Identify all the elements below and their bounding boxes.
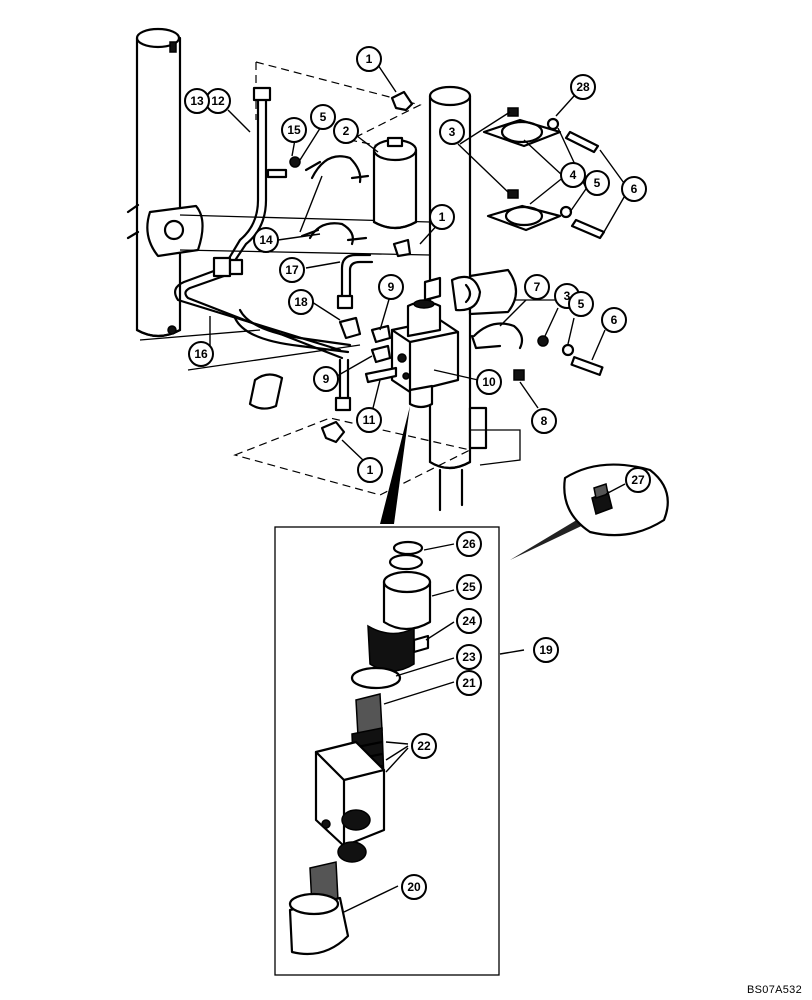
leader-lines	[209, 64, 630, 913]
svg-text:10: 10	[482, 375, 496, 389]
svg-text:7: 7	[534, 280, 541, 294]
svg-text:4: 4	[570, 168, 577, 182]
callout-24: 24	[456, 608, 482, 634]
svg-text:5: 5	[594, 176, 601, 190]
callout-5-upper-right: 5	[584, 170, 610, 196]
svg-text:28: 28	[576, 80, 590, 94]
callout-4: 4	[560, 162, 586, 188]
svg-text:6: 6	[611, 313, 618, 327]
svg-text:16: 16	[194, 347, 208, 361]
callout-16: 16	[188, 341, 214, 367]
callout-13: 13	[184, 88, 210, 114]
callout-20: 20	[401, 874, 427, 900]
u-bolt-clamps	[300, 155, 370, 246]
svg-text:1: 1	[367, 463, 374, 477]
callout-12: 12	[205, 88, 231, 114]
svg-text:27: 27	[631, 473, 645, 487]
callout-1-bottom: 1	[357, 457, 383, 483]
callout-27: 27	[625, 467, 651, 493]
callout-3-upper: 3	[439, 119, 465, 145]
callout-9-upper: 9	[378, 274, 404, 300]
callout-2: 2	[333, 118, 359, 144]
detail-leaders	[380, 406, 594, 560]
cylinder-clamps	[482, 107, 606, 240]
svg-text:14: 14	[259, 233, 273, 247]
svg-text:3: 3	[564, 289, 571, 303]
svg-text:1: 1	[439, 210, 446, 224]
svg-text:1: 1	[366, 52, 373, 66]
svg-text:24: 24	[462, 614, 476, 628]
svg-text:2: 2	[343, 124, 350, 138]
callout-bubbles: 1 1 1 2 3 3 4 5 5 5 6 6 7 8 9 9 10 11 12…	[184, 46, 651, 900]
callout-1-top: 1	[356, 46, 382, 72]
svg-text:12: 12	[211, 94, 225, 108]
connector-inset	[563, 463, 669, 537]
svg-text:18: 18	[294, 295, 308, 309]
svg-text:22: 22	[417, 739, 431, 753]
svg-text:5: 5	[578, 297, 585, 311]
callout-18: 18	[288, 289, 314, 315]
callout-28: 28	[570, 74, 596, 100]
callout-25: 25	[456, 574, 482, 600]
callout-11: 11	[356, 407, 382, 433]
callout-9-lower: 9	[313, 366, 339, 392]
callout-5-right: 5	[568, 291, 594, 317]
callout-17: 17	[279, 257, 305, 283]
callout-6-upper: 6	[621, 176, 647, 202]
callout-19: 19	[533, 637, 559, 663]
bolts-and-washers-left	[266, 156, 301, 179]
left-mast-cylinder	[126, 27, 204, 338]
callout-22: 22	[411, 733, 437, 759]
exploded-view-box	[274, 526, 500, 976]
accumulator	[372, 136, 418, 230]
svg-text:9: 9	[323, 372, 330, 386]
elbow-fittings	[320, 90, 414, 444]
svg-text:11: 11	[363, 413, 376, 427]
valve-block	[338, 299, 460, 409]
svg-text:17: 17	[285, 263, 299, 277]
svg-text:8: 8	[541, 414, 548, 428]
bolts-and-washers-right	[513, 335, 604, 381]
reference-code: BS07A532	[747, 984, 802, 996]
callout-1-middle: 1	[429, 204, 455, 230]
svg-text:9: 9	[388, 280, 395, 294]
callout-8: 8	[531, 408, 557, 434]
callout-23: 23	[456, 644, 482, 670]
callout-26: 26	[456, 531, 482, 557]
callout-10: 10	[476, 369, 502, 395]
frame-lines	[139, 214, 560, 466]
svg-text:19: 19	[539, 643, 553, 657]
callout-15: 15	[281, 117, 307, 143]
svg-text:3: 3	[449, 125, 456, 139]
svg-text:15: 15	[287, 123, 301, 137]
svg-text:25: 25	[462, 580, 476, 594]
callout-21: 21	[456, 670, 482, 696]
callout-14: 14	[253, 227, 279, 253]
svg-text:5: 5	[320, 110, 327, 124]
svg-text:23: 23	[462, 650, 476, 664]
callout-6-right: 6	[601, 307, 627, 333]
hydraulic-lines	[174, 86, 374, 412]
trunnion-mount	[450, 268, 524, 350]
callout-7: 7	[524, 274, 550, 300]
svg-text:21: 21	[462, 676, 476, 690]
svg-text:6: 6	[631, 182, 638, 196]
svg-text:26: 26	[462, 537, 476, 551]
callout-5-left: 5	[310, 104, 336, 130]
svg-text:13: 13	[190, 94, 204, 108]
svg-text:20: 20	[407, 880, 421, 894]
